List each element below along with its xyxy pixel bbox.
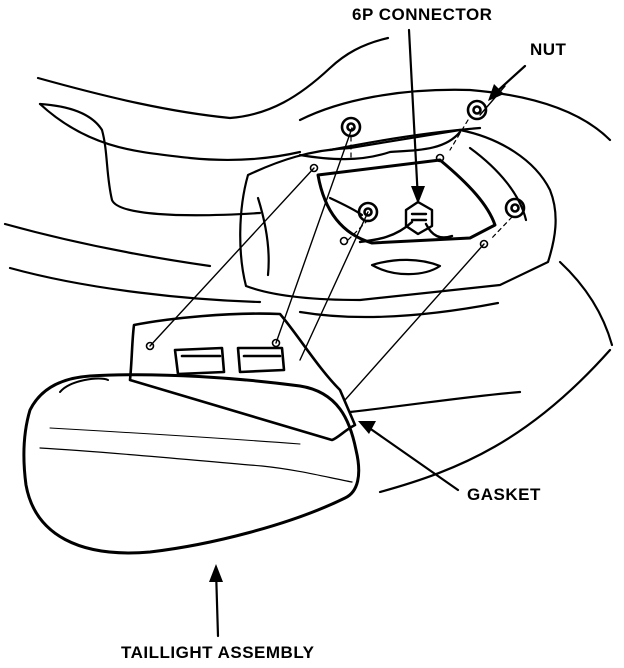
leader-arrow	[214, 28, 527, 638]
wiring-harness	[358, 220, 454, 244]
label-taillight-assembly: TAILLIGHT ASSEMBLY	[121, 643, 315, 662]
arrowhead	[209, 84, 504, 582]
alignment-line	[149, 85, 506, 401]
label-gasket: GASKET	[467, 485, 541, 504]
6p-connector	[404, 200, 434, 236]
rear-panel-opening	[239, 128, 557, 302]
stud-axis-dashed	[347, 119, 513, 241]
car-body-outline	[3, 36, 614, 494]
label-6p-connector: 6P CONNECTOR	[352, 5, 493, 24]
label-nut: NUT	[530, 40, 567, 59]
taillight-lens	[22, 373, 361, 555]
nut-icon	[340, 99, 526, 223]
mounting-hole	[145, 153, 489, 351]
gasket	[128, 312, 357, 442]
